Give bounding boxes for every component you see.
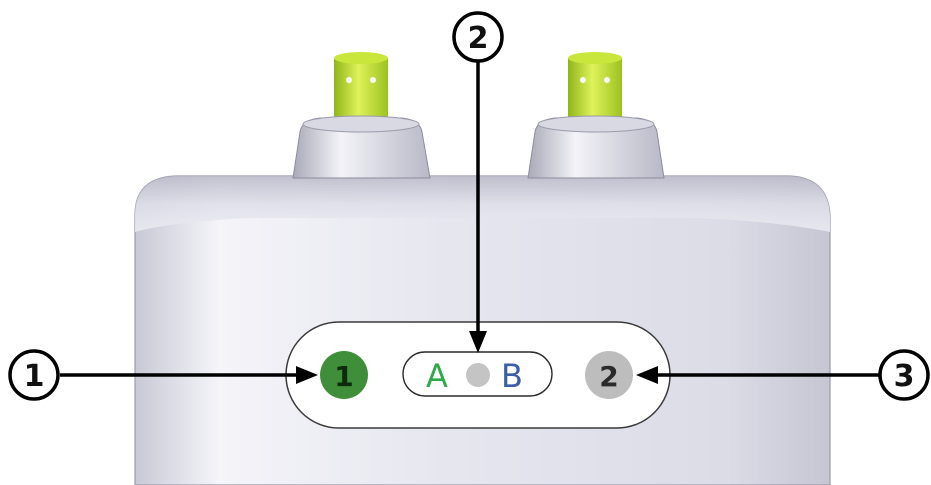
callout-3-number: 3: [894, 359, 915, 394]
left-cable-collar: [292, 115, 431, 179]
channel-2-label: 2: [599, 360, 618, 393]
right-cable-collar: [527, 115, 665, 179]
callout-arrow-1: [60, 366, 318, 384]
selector-letter-b: B: [501, 357, 523, 395]
callout-2: 2: [452, 11, 504, 63]
callout-1: 1: [8, 349, 60, 401]
channel-1-label: 1: [334, 360, 353, 393]
channel-2-indicator: 2: [585, 351, 633, 399]
callout-3: 3: [878, 349, 930, 401]
callout-1-number: 1: [24, 359, 45, 394]
channel-1-indicator: 1: [320, 351, 368, 399]
selector-letter-a: A: [426, 357, 448, 395]
callout-2-number: 2: [468, 21, 489, 56]
callout-arrow-2: [469, 62, 487, 353]
callout-arrow-3: [636, 366, 880, 384]
selector-indicator-dot: [466, 363, 490, 387]
ab-selector: A B: [402, 351, 553, 397]
